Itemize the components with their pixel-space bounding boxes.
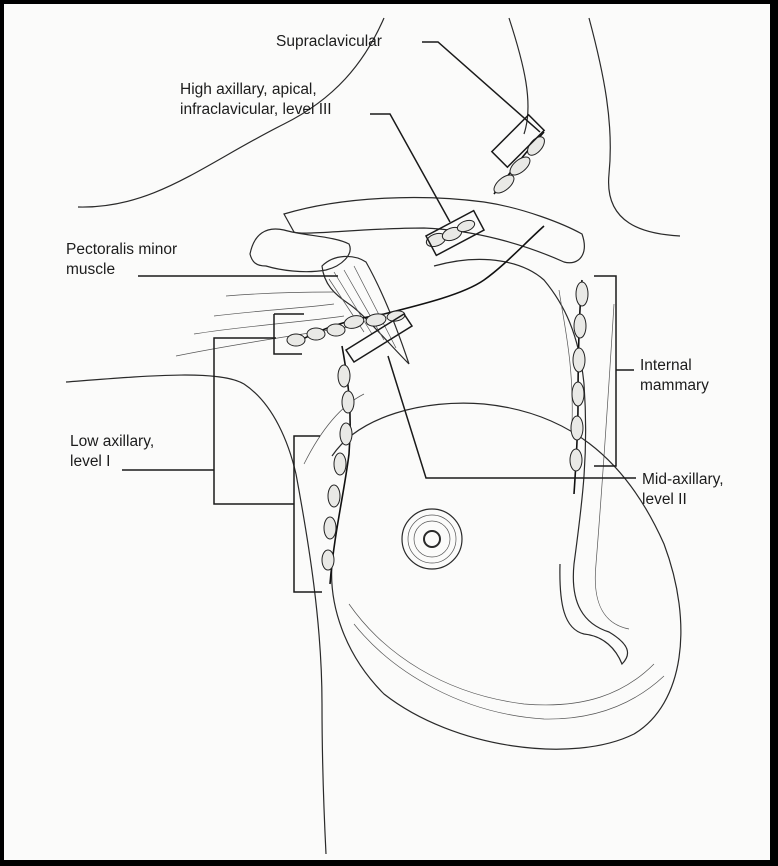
label-internal-mammary-line1: Internal [640, 356, 709, 376]
mid-axillary-leader [388, 356, 636, 478]
nipple [424, 531, 440, 547]
label-low-axillary: Low axillary, level I [70, 432, 154, 472]
label-supraclavicular: Supraclavicular [276, 32, 382, 52]
label-internal-mammary: Internal mammary [640, 356, 709, 396]
level-iii-leader [370, 114, 450, 222]
label-high-axillary: High axillary, apical, infraclavicular, … [180, 80, 332, 120]
label-mid-axillary-line1: Mid-axillary, [642, 470, 724, 490]
neck-contour [509, 18, 528, 134]
label-internal-mammary-line2: mammary [640, 376, 709, 396]
acromion [250, 229, 350, 272]
diagram-page: Supraclavicular High axillary, apical, i… [4, 4, 770, 860]
label-pectoralis-line1: Pectoralis minor [66, 240, 177, 260]
rib-line [434, 259, 628, 664]
supraclavicular-leader [422, 42, 540, 132]
chest-wall-lines [176, 292, 354, 356]
areola [402, 509, 462, 569]
label-pectoralis-minor: Pectoralis minor muscle [66, 240, 177, 280]
low-axillary-leader [122, 338, 294, 504]
label-low-axillary-line1: Low axillary, [70, 432, 154, 452]
lateral-body-contour [296, 474, 326, 854]
label-pectoralis-line2: muscle [66, 260, 177, 280]
low-axillary-bracket [294, 436, 322, 592]
label-low-axillary-line2: level I [70, 452, 154, 472]
label-mid-axillary-line2: level II [642, 490, 724, 510]
label-high-axillary-line1: High axillary, apical, [180, 80, 332, 100]
breast-outline [332, 403, 681, 749]
neck-right-contour [589, 18, 680, 236]
label-mid-axillary: Mid-axillary, level II [642, 470, 724, 510]
label-high-axillary-line2: infraclavicular, level III [180, 100, 332, 120]
